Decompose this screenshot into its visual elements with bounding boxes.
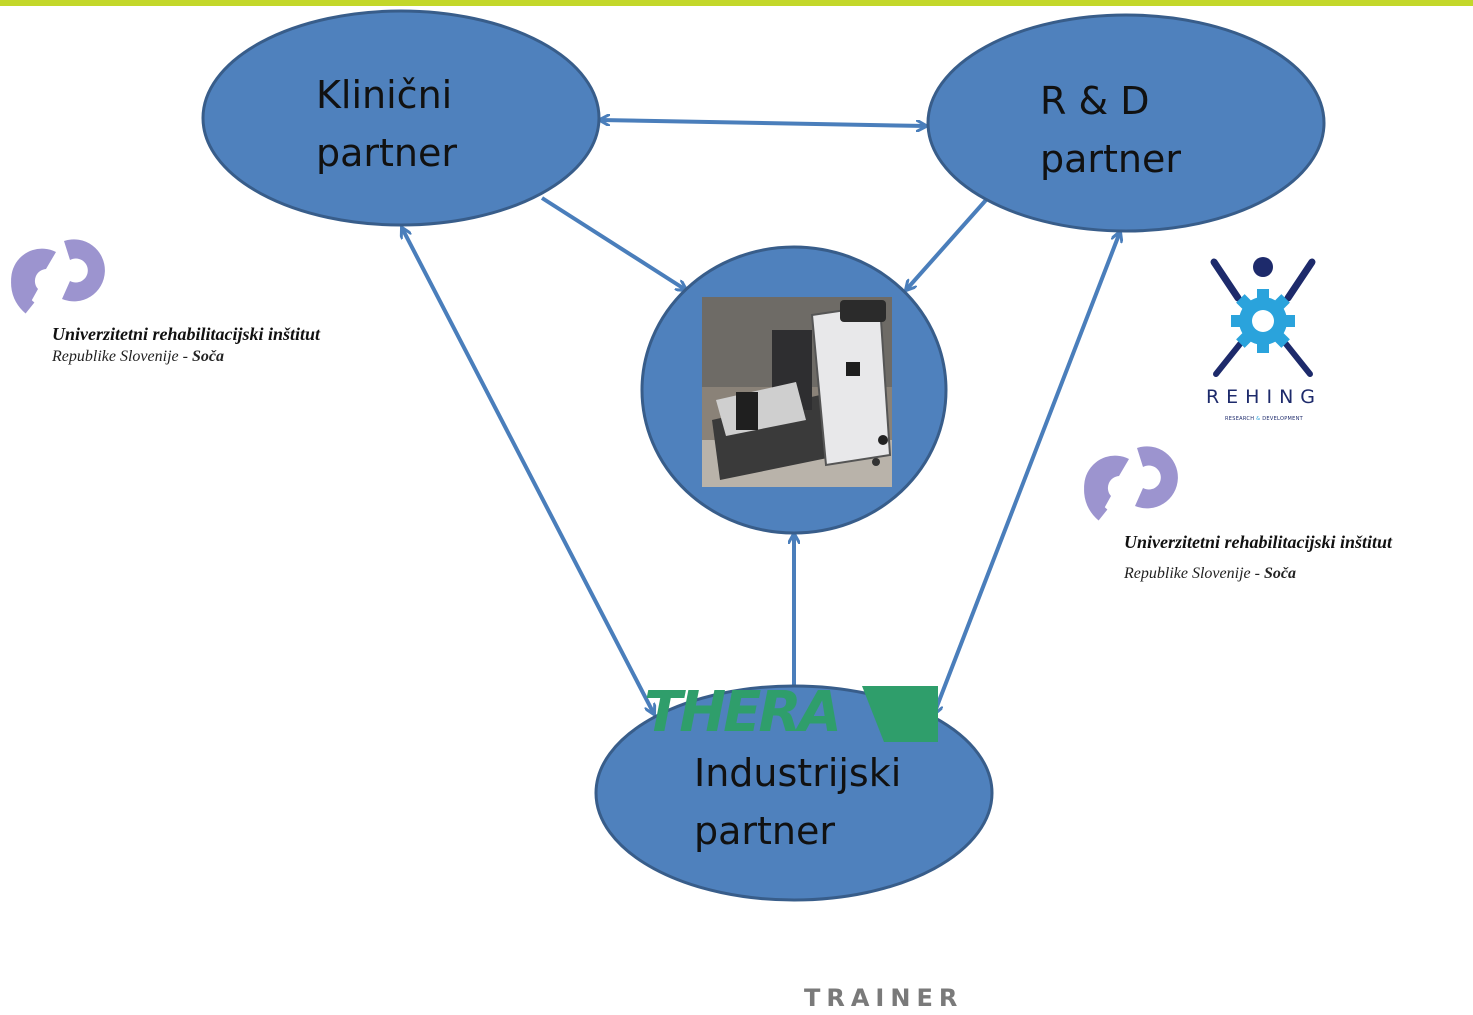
thera-logo-subtitle: TRAINER xyxy=(804,984,964,1012)
rehabilitation-device-photo-icon xyxy=(702,297,892,487)
arrow-clinical-industrial xyxy=(402,228,654,714)
industrial-line1: Industrijski xyxy=(694,751,902,795)
soca-logo-left-graphic xyxy=(11,239,105,314)
arrow-clinical-center xyxy=(540,196,686,290)
soca-right-title: Univerzitetni rehabilitacijski inštitut xyxy=(1124,532,1393,552)
clinical-partner-label: Klinični partner xyxy=(316,66,457,182)
soca-right-subtitle-prefix: Republike Slovenije - xyxy=(1124,565,1264,582)
arrow-rnd-industrial xyxy=(934,232,1120,714)
rnd-partner-node xyxy=(926,13,1326,233)
rehing-sub-part1: RESEARCH xyxy=(1225,416,1257,422)
rehing-sub-amp: & xyxy=(1256,416,1261,422)
rehing-logo-graphic xyxy=(1210,257,1316,377)
soca-logo-right-graphic xyxy=(1084,446,1178,521)
soca-left-title: Univerzitetni rehabilitacijski inštitut xyxy=(52,324,321,344)
clinical-partner-node xyxy=(201,9,601,227)
rnd-line1: R & D xyxy=(1040,79,1150,123)
soca-left-subtitle: Republike Slovenije - Soča xyxy=(52,348,224,366)
arrow-rnd-center xyxy=(906,198,988,290)
industrial-line2: partner xyxy=(694,809,836,853)
rnd-line2: partner xyxy=(1040,137,1182,181)
top-accent-bar xyxy=(0,0,1473,6)
rehing-logo-name: REHING xyxy=(1205,386,1323,408)
connection-arrows xyxy=(402,120,1120,714)
rehing-logo-subtitle: RESEARCH & DEVELOPMENT xyxy=(1190,416,1338,422)
soca-right-subtitle-bold: Soča xyxy=(1263,565,1296,582)
industrial-partner-label: Industrijski partner xyxy=(694,744,901,860)
clinical-line1: Klinični xyxy=(316,73,453,117)
soca-right-subtitle: Republike Slovenije - Soča xyxy=(1124,565,1296,583)
clinical-line2: partner xyxy=(316,131,458,175)
thera-logo-graphic xyxy=(862,686,938,742)
soca-left-subtitle-bold: Soča xyxy=(191,348,224,365)
thera-logo-name: THERA xyxy=(644,680,842,745)
arrow-clinical-rnd xyxy=(600,120,926,126)
rnd-partner-label: R & D partner xyxy=(1040,72,1181,188)
soca-left-subtitle-prefix: Republike Slovenije - xyxy=(52,348,192,365)
rehing-sub-part2: DEVELOPMENT xyxy=(1260,416,1303,422)
